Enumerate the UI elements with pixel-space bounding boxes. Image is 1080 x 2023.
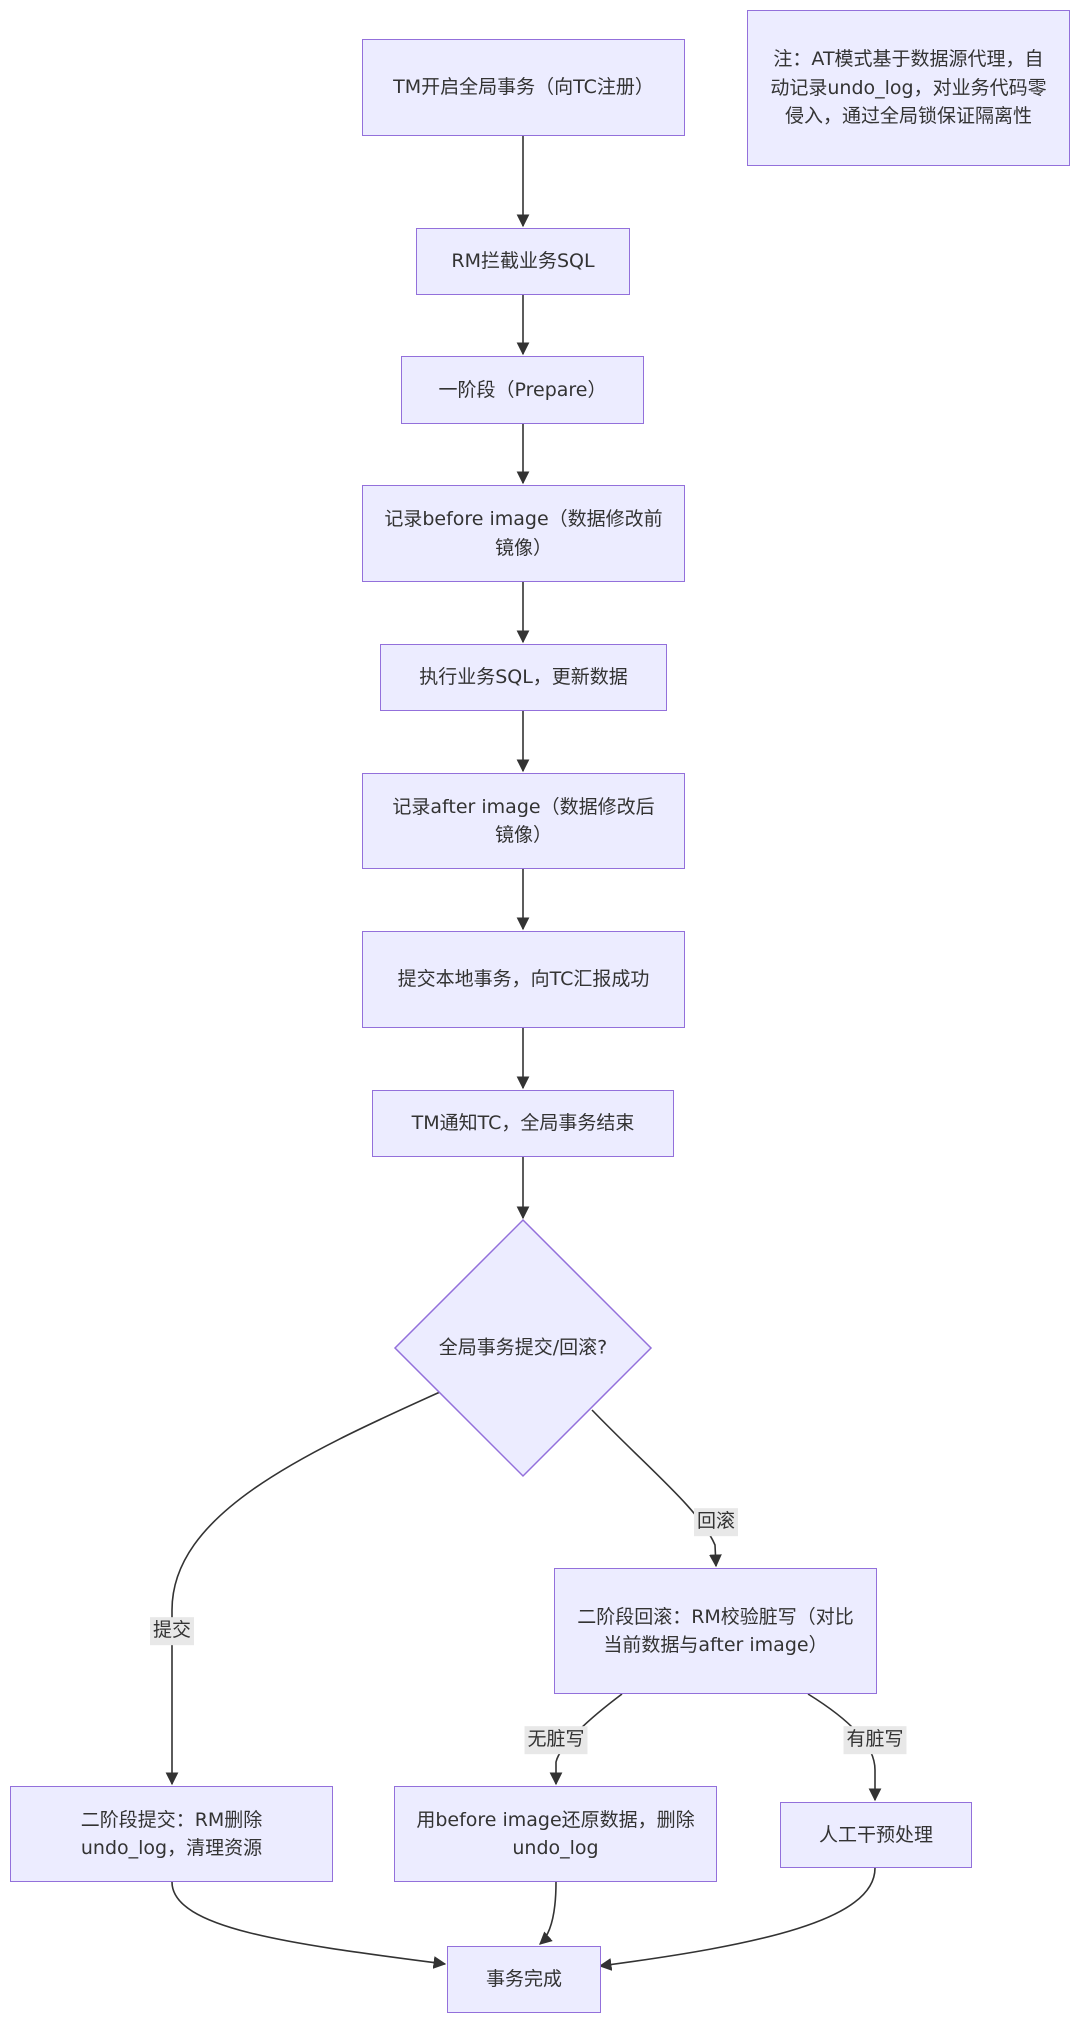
edge-decision-commit xyxy=(165,1391,441,1786)
edge-label-no-dirty: 无脏写 xyxy=(524,1726,588,1754)
node-execute: 执行业务SQL，更新数据 xyxy=(380,644,667,711)
node-note-text: 注：AT模式基于数据源代理，自动记录undo_log，对业务代码零侵入，通过全局… xyxy=(770,48,1047,128)
edge-restore-done xyxy=(539,1881,557,1945)
node-phase1: 一阶段（Prepare） xyxy=(401,356,644,424)
node-restore-text: 用before image还原数据，删除undo_log xyxy=(416,1808,695,1860)
node-done-text: 事务完成 xyxy=(485,1968,562,1991)
decision-diamond xyxy=(393,1218,653,1478)
node-intercept: RM拦截业务SQL xyxy=(416,228,630,295)
edge-manual-done xyxy=(598,1867,876,1971)
edge-label-dirty: 有脏写 xyxy=(843,1726,907,1754)
node-manual: 人工干预处理 xyxy=(780,1802,972,1868)
node-phase2-rollback: 二阶段回滚：RM校验脏写（对比当前数据与after image） xyxy=(554,1568,877,1694)
node-notify: TM通知TC，全局事务结束 xyxy=(372,1090,674,1157)
node-note: 注：AT模式基于数据源代理，自动记录undo_log，对业务代码零侵入，通过全局… xyxy=(747,10,1070,166)
decision-text: 全局事务提交/回滚? xyxy=(438,1336,608,1359)
edge-commit-done xyxy=(171,1881,447,1969)
node-phase2-commit-text: 二阶段提交：RM删除undo_log，清理资源 xyxy=(80,1808,263,1860)
edge-decision-rollback xyxy=(591,1409,722,1568)
node-commit-local: 提交本地事务，向TC汇报成功 xyxy=(362,931,685,1028)
node-intercept-text: RM拦截业务SQL xyxy=(451,250,595,273)
edge-label-commit: 提交 xyxy=(149,1617,195,1645)
node-notify-text: TM通知TC，全局事务结束 xyxy=(411,1112,635,1135)
node-before-image: 记录before image（数据修改前镜像） xyxy=(362,485,685,582)
node-restore: 用before image还原数据，删除undo_log xyxy=(394,1786,717,1882)
node-commit-local-text: 提交本地事务，向TC汇报成功 xyxy=(397,968,650,991)
node-execute-text: 执行业务SQL，更新数据 xyxy=(419,666,628,689)
node-phase1-text: 一阶段（Prepare） xyxy=(438,378,607,401)
node-start-text: TM开启全局事务（向TC注册） xyxy=(393,76,654,99)
node-before-image-text: 记录before image（数据修改前镜像） xyxy=(384,508,663,559)
node-after-image-text: 记录after image（数据修改后镜像） xyxy=(392,795,655,847)
node-phase2-commit: 二阶段提交：RM删除undo_log，清理资源 xyxy=(10,1786,333,1882)
edge-label-rollback: 回滚 xyxy=(693,1508,739,1536)
node-done: 事务完成 xyxy=(447,1946,601,2013)
node-phase2-rollback-text: 二阶段回滚：RM校验脏写（对比当前数据与after image） xyxy=(577,1605,854,1657)
node-manual-text: 人工干预处理 xyxy=(818,1823,933,1846)
node-start: TM开启全局事务（向TC注册） xyxy=(362,39,685,136)
node-after-image: 记录after image（数据修改后镜像） xyxy=(362,773,685,869)
